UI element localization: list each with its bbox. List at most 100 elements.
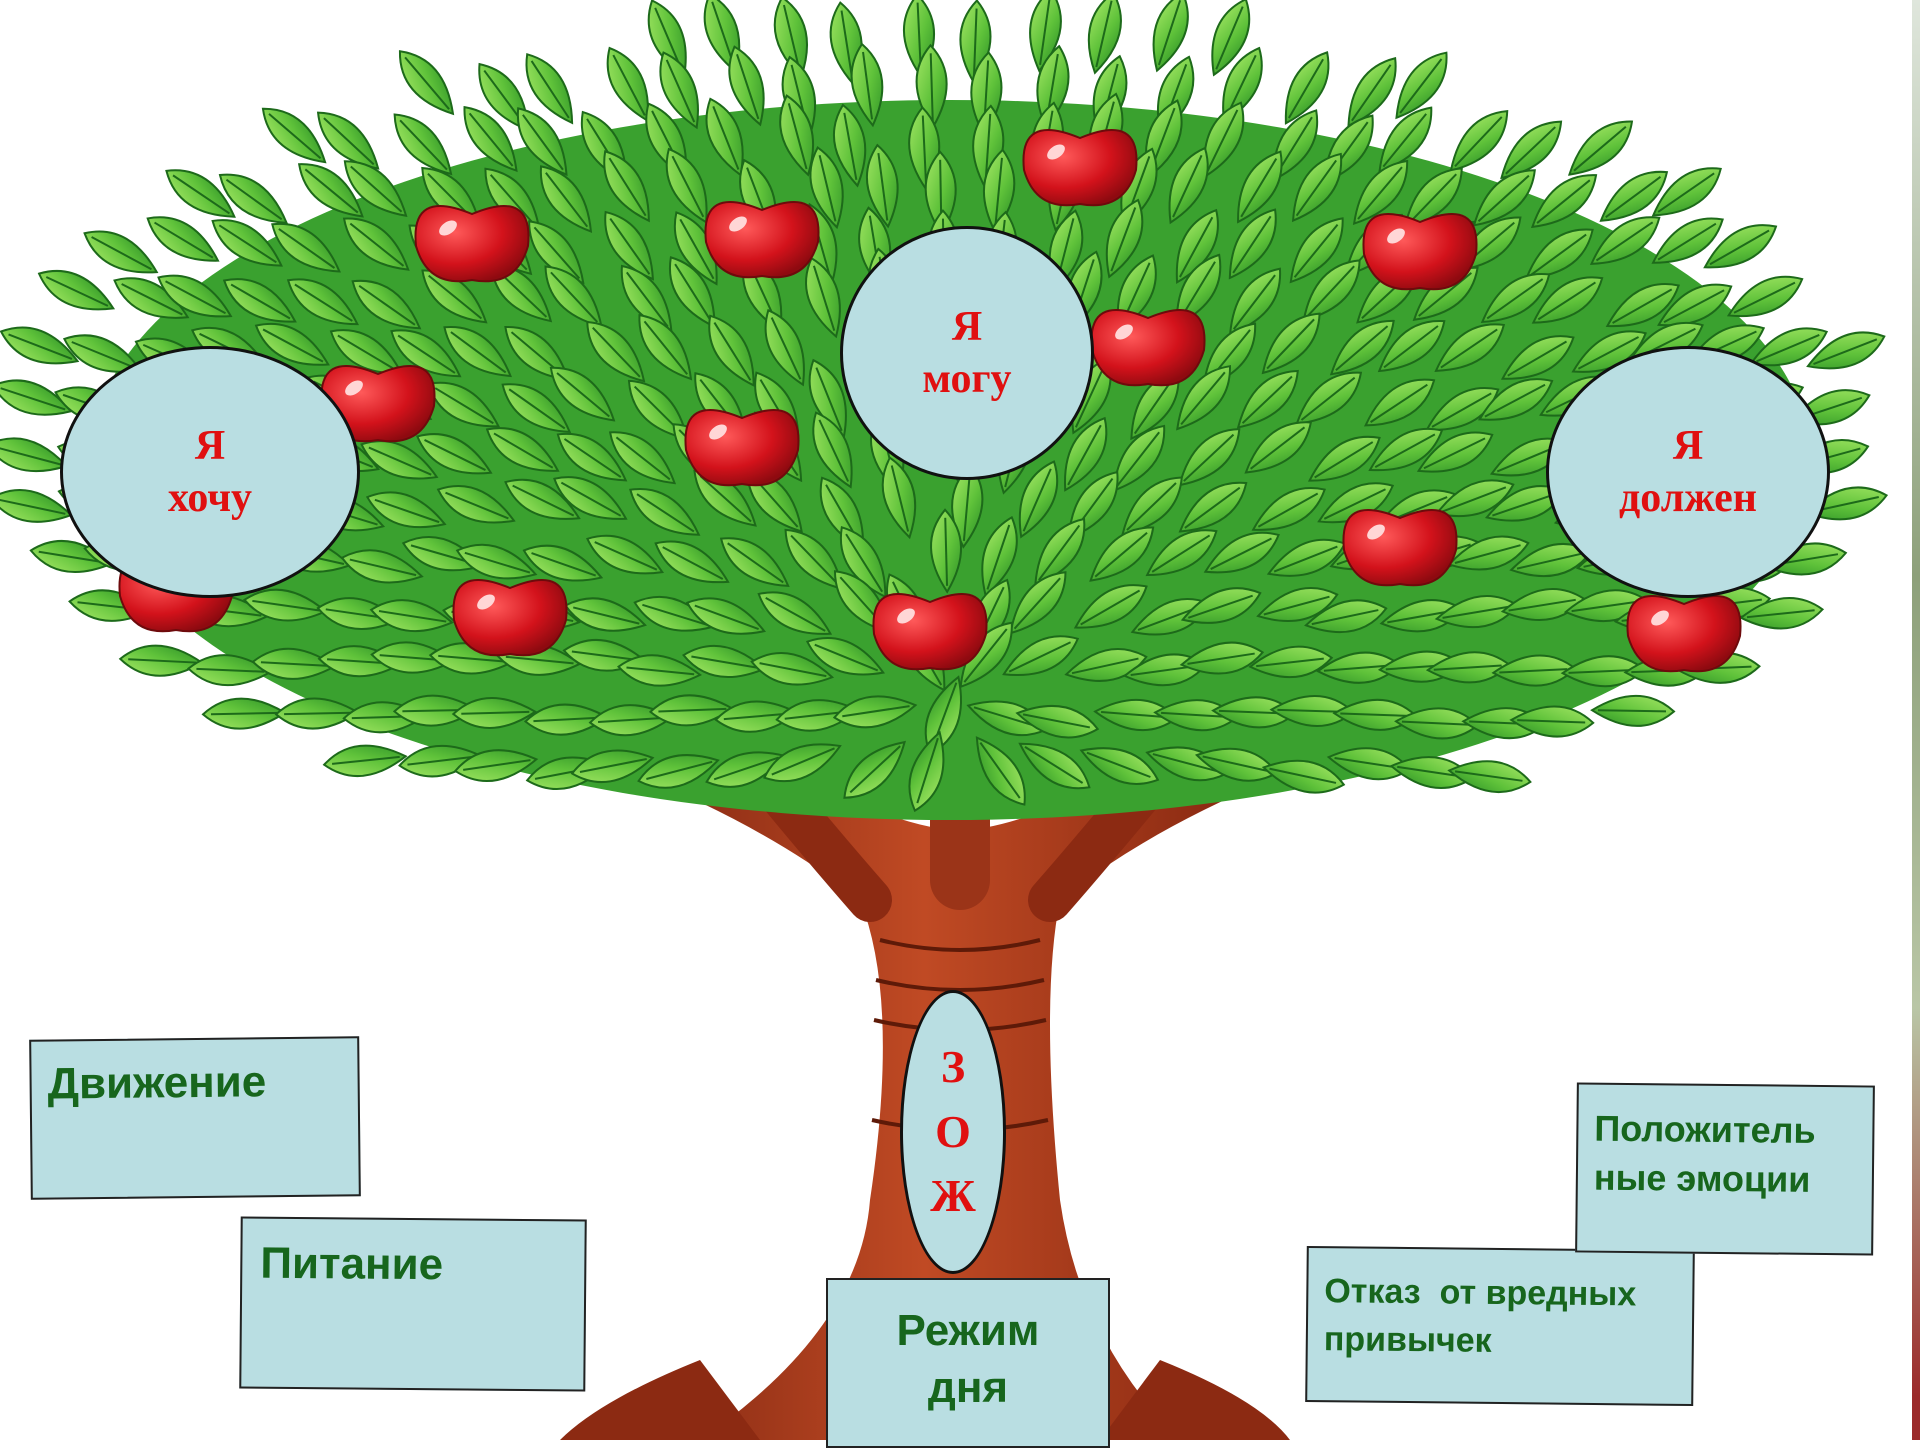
leaf [1176, 365, 1231, 431]
leaf [1317, 482, 1395, 524]
leaf [1530, 174, 1598, 229]
leaf [254, 322, 330, 366]
card-routine-line1: Режим [896, 1306, 1040, 1355]
leaf [1395, 51, 1448, 120]
leaf [1015, 705, 1100, 739]
leaf [1567, 120, 1634, 176]
leaf [1284, 51, 1330, 125]
leaf [564, 597, 647, 632]
leaf [1571, 330, 1647, 373]
apple [320, 365, 436, 443]
leaf [37, 269, 116, 311]
leaf [975, 736, 1026, 806]
leaf [553, 476, 628, 520]
leaf [1002, 635, 1080, 677]
leaf [1145, 529, 1218, 577]
leaf [1180, 587, 1262, 624]
apple [452, 579, 568, 657]
leaf [0, 326, 80, 365]
leaf [415, 433, 493, 475]
leaf [1480, 273, 1551, 324]
leaf [1266, 538, 1347, 577]
leaf [1377, 320, 1446, 373]
leaf [1307, 435, 1381, 482]
leaf [556, 432, 628, 482]
leaf [951, 463, 984, 549]
card-routine-line2: дня [927, 1363, 1009, 1413]
leaf [1316, 651, 1402, 684]
apple [1342, 509, 1458, 587]
leaf [764, 308, 805, 387]
leaf [427, 381, 501, 428]
leaf [1651, 217, 1724, 264]
leaf [832, 695, 918, 729]
leaf [570, 749, 655, 784]
leaf [586, 534, 665, 575]
leaf [750, 652, 835, 686]
leaf [763, 743, 842, 783]
leaf [539, 165, 593, 233]
leaf [719, 537, 790, 587]
leaf [1368, 427, 1444, 472]
leaf [525, 53, 574, 125]
leaf [638, 313, 693, 381]
leaf [1434, 594, 1519, 629]
card-movement: Движение [29, 1036, 361, 1200]
leaf [398, 50, 455, 116]
card-habits: Отказ от вредных привычек [1305, 1245, 1695, 1407]
leaf [809, 146, 844, 230]
leaf [455, 543, 538, 580]
apple [1022, 129, 1138, 207]
leaf [1289, 217, 1344, 284]
leaf [708, 314, 755, 387]
bubble-i-can-line2: могу [922, 356, 1012, 402]
zozh-letter-2: О [935, 1105, 971, 1157]
bubble-i-can-line1: Я [951, 303, 983, 350]
leaf [805, 637, 886, 676]
bubble-i-can: Я могу [840, 226, 1094, 480]
leaf [685, 597, 767, 635]
leaf [549, 366, 616, 422]
leaf [211, 219, 283, 267]
leaf [757, 591, 833, 635]
leaf [463, 105, 518, 173]
leaf [1589, 216, 1661, 265]
leaf [118, 644, 205, 677]
leaf [1491, 654, 1577, 687]
leaf [1087, 0, 1122, 75]
leaf [1590, 694, 1676, 727]
apple [872, 593, 988, 671]
leaf [1739, 597, 1825, 630]
leaf [1291, 152, 1343, 223]
leaf [342, 217, 410, 271]
card-nutrition: Питание [239, 1216, 587, 1392]
leaf [659, 51, 699, 130]
leaf [393, 113, 453, 176]
card-routine: Режим дня [826, 1278, 1110, 1448]
leaf [654, 540, 730, 584]
leaf [881, 456, 917, 540]
leaf [1434, 323, 1506, 372]
leaf [604, 210, 654, 281]
apple [414, 205, 530, 283]
bubble-i-want: Я хочу [60, 346, 360, 598]
leaf [1651, 167, 1722, 217]
leaf [728, 45, 765, 127]
leaf [113, 277, 190, 319]
leaf [1703, 224, 1778, 269]
leaf [453, 749, 539, 783]
leaf [617, 654, 702, 687]
leaf [714, 700, 800, 733]
leaf [522, 544, 604, 582]
leaf [146, 216, 220, 262]
leaf [1484, 485, 1566, 522]
leaf [343, 160, 408, 218]
leaf [501, 383, 572, 433]
leaf [637, 754, 720, 789]
leaf [1228, 208, 1277, 280]
leaf [1599, 170, 1669, 222]
leaf [930, 508, 963, 594]
leaf [286, 278, 359, 326]
leaf [1244, 421, 1313, 474]
leaf [1304, 599, 1388, 633]
